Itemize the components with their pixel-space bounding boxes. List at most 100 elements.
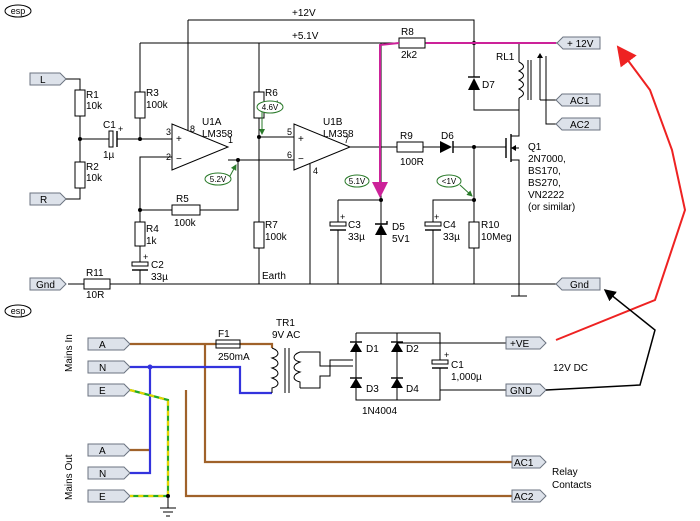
svg-text:100R: 100R — [400, 157, 424, 168]
relay-label: Relay — [552, 467, 578, 478]
svg-text:C1: C1 — [103, 120, 116, 131]
svg-text:+: + — [298, 134, 304, 145]
svg-text:Earth: Earth — [262, 271, 286, 282]
capacitor-c4: + C4 33µ — [424, 212, 460, 243]
svg-text:C4: C4 — [443, 220, 456, 231]
svg-text:−: − — [298, 154, 304, 165]
svg-text:−: − — [176, 154, 182, 165]
esp-logo-bottom: esp — [4, 304, 32, 318]
capacitor-c1-filter: + C1 1,000µ — [431, 343, 482, 390]
terminal-gnd: Gnd — [29, 277, 67, 291]
svg-text:N: N — [99, 363, 106, 374]
svg-text:TR1: TR1 — [276, 318, 295, 329]
svg-text:33µ: 33µ — [348, 232, 365, 243]
svg-text:R1: R1 — [86, 90, 99, 101]
annotation-4v6: 4.6V — [256, 100, 284, 135]
svg-text:R3: R3 — [146, 88, 159, 99]
svg-text:R9: R9 — [400, 131, 413, 142]
diode-d7: D7 — [468, 76, 495, 91]
svg-text:+VE: +VE — [510, 339, 530, 350]
svg-text:+: + — [176, 134, 182, 145]
svg-text:R10: R10 — [481, 220, 500, 231]
transformer-tr1: TR1 9V AC — [270, 318, 302, 393]
svg-text:D1: D1 — [366, 344, 379, 355]
resistor-r9: R9 100R — [396, 131, 424, 168]
svg-text:D7: D7 — [482, 80, 495, 91]
annotation-5v2: 5.2V — [204, 164, 237, 186]
svg-text:+: + — [143, 252, 148, 262]
svg-text:AC1: AC1 — [514, 458, 534, 469]
svg-text:N: N — [99, 469, 106, 480]
terminal-ac1-out: AC1 — [511, 455, 547, 469]
svg-text:Q1: Q1 — [528, 142, 542, 153]
terminal-L: L — [29, 72, 67, 86]
resistor-r7: R7 100k — [253, 220, 288, 249]
black-connection-arrow — [545, 289, 656, 391]
svg-text:33µ: 33µ — [151, 272, 168, 283]
svg-text:8: 8 — [190, 124, 195, 134]
capacitor-c1: + C1 1µ — [103, 120, 123, 161]
svg-text:100k: 100k — [265, 232, 288, 243]
svg-text:1: 1 — [228, 135, 233, 145]
resistor-r11: R11 10R — [83, 268, 111, 301]
svg-text:C3: C3 — [348, 220, 361, 231]
terminal-gnd-psu: GND — [505, 383, 547, 397]
resistor-r5: R5 100k — [171, 194, 201, 229]
svg-text:A: A — [99, 340, 106, 351]
svg-text:BS170,: BS170, — [528, 166, 561, 177]
svg-text:1k: 1k — [146, 236, 158, 247]
terminal-ac1: AC1 — [555, 93, 601, 107]
mains-out-terminals: A N E — [87, 443, 131, 503]
resistor-r1: R1 10k — [74, 89, 103, 117]
svg-text:D6: D6 — [441, 131, 454, 142]
resistor-r10: R10 10Meg — [468, 220, 512, 249]
bridge-rectifier: D1 D2 D3 D4 1N4004 — [350, 332, 441, 417]
opamp-u1b: + − U1B LM358 5 6 7 4 — [287, 117, 354, 176]
svg-text:LM358: LM358 — [323, 129, 354, 140]
svg-text:R8: R8 — [401, 27, 414, 38]
svg-text:4: 4 — [313, 166, 318, 176]
svg-text:100k: 100k — [174, 218, 197, 229]
svg-text:10R: 10R — [86, 290, 104, 301]
annotation-5v1: 5.1V — [344, 174, 370, 188]
current-path-arrow — [372, 42, 556, 198]
terminal-gnd-right: Gnd — [555, 277, 601, 291]
svg-text:E: E — [99, 386, 106, 397]
zener-d5: D5 5V1 — [375, 221, 410, 245]
resistor-r3: R3 100k — [134, 88, 169, 119]
svg-text:10Meg: 10Meg — [481, 232, 512, 243]
svg-text:+5.1V: +5.1V — [292, 31, 319, 42]
svg-text:5.2V: 5.2V — [210, 175, 227, 184]
svg-text:Gnd: Gnd — [570, 280, 589, 291]
svg-text:AC2: AC2 — [570, 120, 590, 131]
svg-text:+: + — [118, 124, 123, 134]
svg-text:1µ: 1µ — [103, 150, 115, 161]
svg-text:E: E — [99, 492, 106, 503]
terminal-R: R — [29, 192, 67, 206]
svg-text:D4: D4 — [406, 384, 419, 395]
dc-label: 12V DC — [553, 363, 588, 374]
fuse-f1: F1 250mA — [215, 329, 250, 363]
svg-text:A: A — [99, 446, 106, 457]
svg-text:R6: R6 — [265, 88, 278, 99]
diode-d6: D6 — [440, 131, 454, 153]
svg-text:5.1V: 5.1V — [349, 177, 366, 186]
svg-text:F1: F1 — [218, 329, 230, 340]
svg-text:R7: R7 — [265, 220, 278, 231]
contacts-label: Contacts — [552, 480, 591, 491]
opamp-u1a: + − U1A LM358 8 3 2 1 — [166, 117, 233, 171]
mosfet-q1: Q1 2N7000, BS170, BS270, VN2222 (or simi… — [505, 130, 575, 284]
svg-text:10k: 10k — [86, 173, 103, 184]
svg-text:+12V: +12V — [292, 8, 316, 19]
svg-text:1,000µ: 1,000µ — [451, 372, 482, 383]
svg-text:9V AC: 9V AC — [272, 330, 300, 341]
svg-text:250mA: 250mA — [218, 352, 250, 363]
svg-text:+: + — [444, 350, 449, 360]
svg-text:R11: R11 — [86, 268, 104, 279]
svg-text:R: R — [40, 195, 47, 206]
red-connection-arrow — [555, 45, 687, 341]
svg-text:Gnd: Gnd — [36, 280, 55, 291]
capacitor-c2: + C2 33µ — [131, 252, 168, 283]
